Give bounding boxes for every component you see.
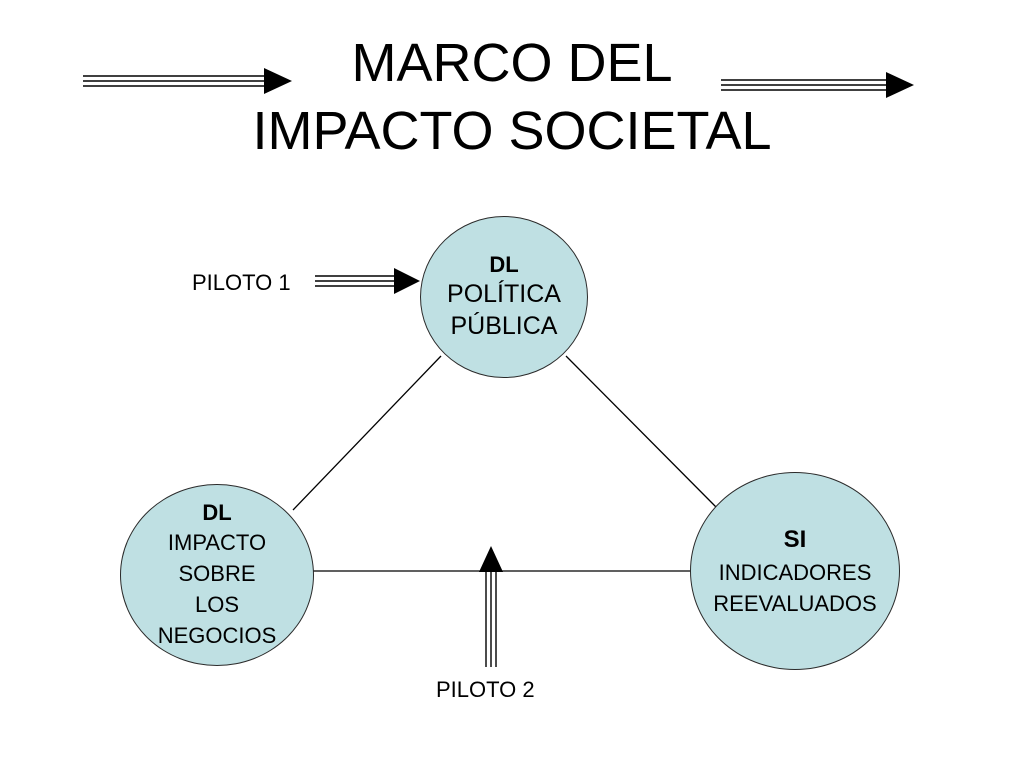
node-text-line: INDICADORES [718, 560, 872, 585]
node-indicadores-reevaluados: SI INDICADORES REEVALUADOS [690, 472, 900, 670]
connector-top-right [565, 355, 718, 509]
node-code: DL [202, 500, 232, 525]
piloto-1-arrow-icon [315, 268, 420, 294]
node-code: SI [783, 526, 807, 553]
node-text-line: REEVALUADOS [713, 591, 877, 616]
piloto-2-label: PILOTO 2 [436, 677, 535, 702]
node-text-line: POLÍTICA [447, 280, 561, 308]
node-code: DL [489, 252, 519, 277]
node-text-line: IMPACTO [167, 530, 267, 555]
node-text-line: LOS [194, 592, 240, 617]
title-left-arrow-icon [83, 68, 292, 94]
connector-top-left [292, 355, 442, 511]
title-line-1: MARCO DEL [351, 33, 673, 93]
title-right-arrow-icon [721, 72, 914, 98]
piloto-2-arrow-icon [479, 546, 503, 667]
node-text-line: SOBRE [178, 561, 256, 586]
node-text-line: NEGOCIOS [157, 623, 277, 648]
node-text-line: PÚBLICA [450, 312, 558, 340]
node-impacto-negocios: DL IMPACTO SOBRE LOS NEGOCIOS [120, 484, 314, 666]
piloto-1-label: PILOTO 1 [192, 270, 291, 295]
title-line-2: IMPACTO SOCIETAL [252, 101, 772, 161]
node-politica-publica: DL POLÍTICA PÚBLICA [420, 216, 588, 378]
